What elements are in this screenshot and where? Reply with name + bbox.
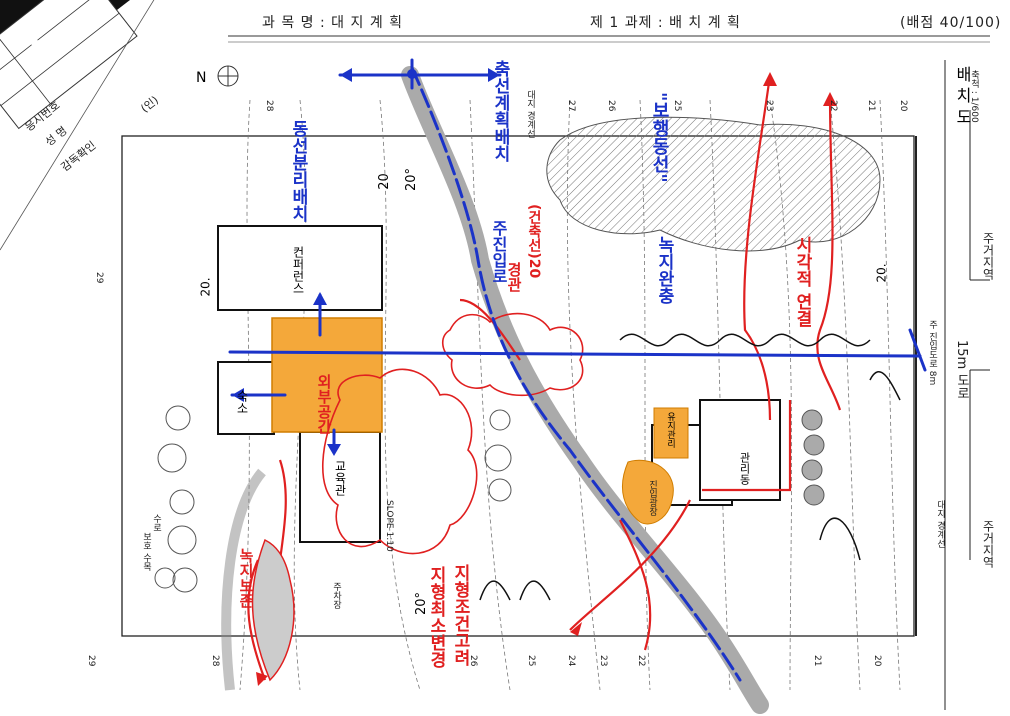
contour-top-23: 23 bbox=[764, 100, 774, 112]
tree-circles bbox=[154, 405, 512, 593]
label-stream: 수로 bbox=[151, 514, 161, 532]
contour-top-25: 25 bbox=[672, 100, 682, 112]
header-subject: 과 목 명 : 대 지 계 획 bbox=[262, 15, 404, 31]
contour-bottom-26: 26 bbox=[468, 655, 478, 667]
blue-note-2: 축선계획배치 bbox=[490, 60, 510, 162]
building-education bbox=[299, 431, 381, 543]
label-lodging: 숙소 bbox=[235, 390, 249, 414]
red-note-5: 경관 bbox=[505, 262, 523, 292]
contour-top-21: 21 bbox=[866, 100, 876, 112]
red-cloud-edu bbox=[322, 368, 478, 555]
black-wavy-lines bbox=[479, 333, 901, 601]
blue-note-4: "보행동선" bbox=[649, 92, 670, 183]
building-admin bbox=[699, 399, 781, 501]
label-protect: 보호 수목 bbox=[141, 532, 151, 571]
label-parking: 주차장 bbox=[331, 582, 341, 609]
road-side-label: 주 진입도로 8m bbox=[927, 320, 937, 386]
contour-top-28: 28 bbox=[264, 100, 274, 112]
contour-bottom-25: 25 bbox=[526, 655, 536, 667]
red-grey-shape bbox=[251, 538, 295, 682]
header-task: 제 1 과제 : 배 치 계 획 bbox=[590, 15, 741, 31]
red-note-2: 지형조건고려 bbox=[450, 564, 470, 666]
blue-arrowheads bbox=[232, 68, 500, 456]
label-admin: 관리동 bbox=[738, 452, 751, 485]
contour-bottom-24: 24 bbox=[566, 655, 576, 667]
road-label: 15m 도로 bbox=[954, 340, 969, 400]
blue-note-1: 동선분리배치 bbox=[288, 120, 308, 222]
grey-strip-left bbox=[221, 468, 266, 691]
orange-small-space bbox=[653, 407, 689, 459]
label-orange: 진입광장 bbox=[647, 480, 657, 516]
forest-hatch-area bbox=[546, 116, 881, 252]
site-boundary-top-label: 대지 경계선 bbox=[525, 90, 535, 138]
red-note-6: 외부공간 bbox=[315, 374, 333, 434]
contour-bottom-22: 22 bbox=[636, 655, 646, 667]
contour-bottom-29: 29 bbox=[86, 655, 96, 667]
buildings bbox=[217, 225, 781, 543]
red-note-7: 녹지보존 bbox=[237, 548, 255, 608]
building-conference bbox=[217, 225, 383, 311]
contour-bottom-28: 28 bbox=[210, 655, 220, 667]
title-block-scale: 축척 : 1/600 bbox=[969, 70, 979, 123]
zone-right-top: 주거지역 bbox=[981, 232, 995, 280]
contour-bottom-20: 20 bbox=[872, 655, 882, 667]
dim-4: 20. bbox=[874, 263, 889, 283]
dim-2: 20. bbox=[198, 277, 213, 297]
contour-top-26: 26 bbox=[606, 100, 616, 112]
north-label: N bbox=[196, 70, 207, 86]
blue-note-5: 주진입로 bbox=[489, 220, 508, 284]
label-education: 교육관 bbox=[333, 460, 347, 496]
contour-bottom-23: 23 bbox=[598, 655, 608, 667]
red-cloud-bridge bbox=[441, 312, 584, 397]
contour-top-27: 27 bbox=[566, 100, 576, 112]
right-tree-cluster bbox=[801, 409, 825, 506]
zone-right-bottom: 주거지역 bbox=[981, 520, 995, 568]
label-slope: SLOPE 1:10 bbox=[384, 500, 394, 552]
title-block-title: 배 치 도 bbox=[953, 66, 972, 125]
site-boundary-label: 대지 경계선 bbox=[935, 500, 945, 548]
contour-top-22: 22 bbox=[828, 100, 838, 112]
header-score: (배점 40/100) bbox=[900, 15, 1002, 31]
corner-badge bbox=[0, 0, 155, 251]
red-note-3: 시각적 연결 bbox=[792, 236, 812, 327]
red-note-4: (건축선)20 bbox=[526, 204, 542, 279]
label-maintenance: 유지관리 bbox=[665, 412, 675, 448]
dim-5: 20 bbox=[376, 173, 392, 190]
contour-bottom-21: 21 bbox=[812, 655, 822, 667]
red-note-1: 지형최소변경 bbox=[426, 566, 446, 668]
contour-left-29: 29 bbox=[94, 272, 104, 284]
blue-note-3: 녹지완충 bbox=[654, 236, 674, 304]
site-boundary bbox=[121, 135, 915, 637]
building-lodging bbox=[217, 361, 275, 435]
label-conference: 컨퍼런스 bbox=[291, 246, 305, 294]
dim-1: 20° bbox=[404, 167, 420, 192]
contour-top-20: 20 bbox=[898, 100, 908, 112]
orange-blob bbox=[621, 459, 674, 525]
red-arrowheads bbox=[256, 72, 837, 686]
